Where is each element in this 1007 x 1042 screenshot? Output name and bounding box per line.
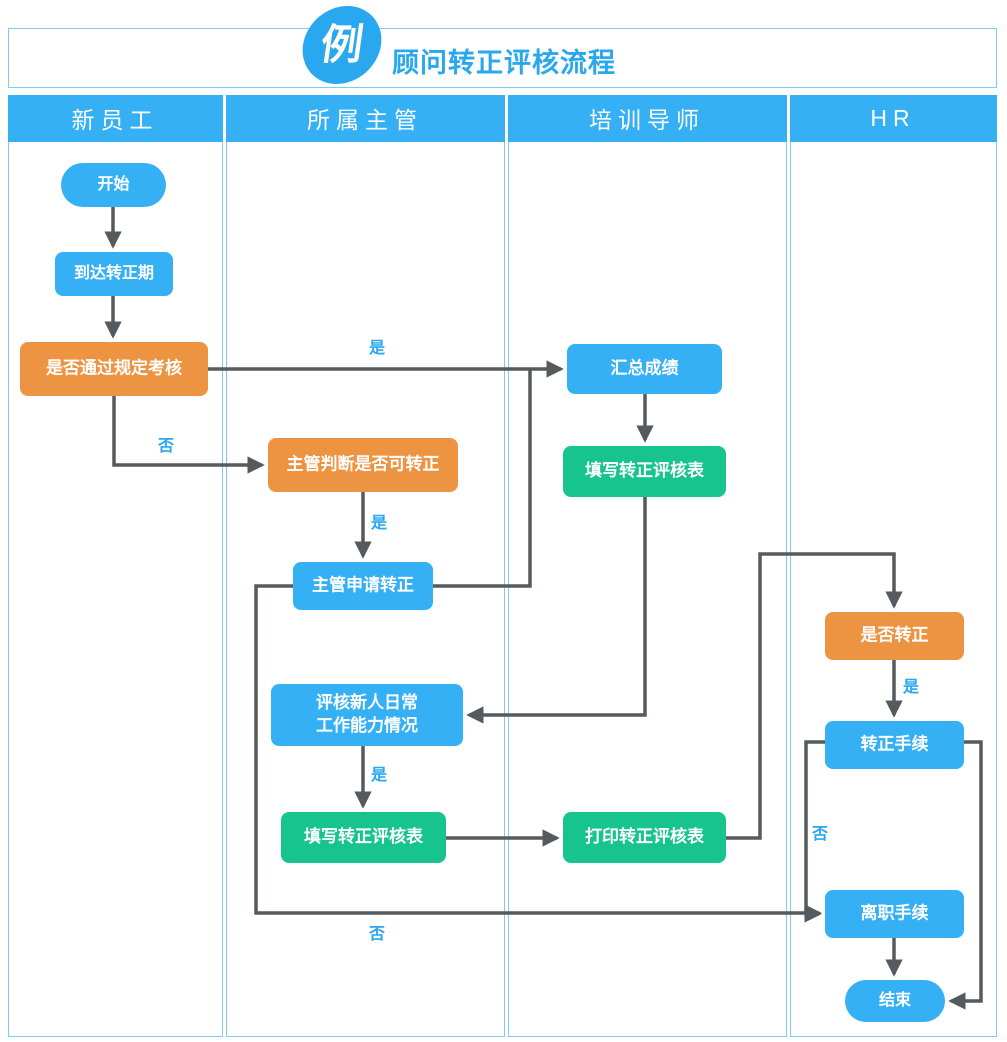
lane-trainer: 培训导师	[507, 94, 787, 1037]
lane-supervisor: 所属主管	[225, 94, 505, 1037]
lane-new-employee: 新员工	[7, 94, 223, 1037]
lane-hr: HR	[789, 94, 997, 1037]
title-band	[8, 28, 997, 88]
page-title: 顾问转正评核流程	[392, 48, 616, 78]
lane-supervisor-header: 所属主管	[225, 94, 505, 142]
lane-trainer-header: 培训导师	[507, 94, 787, 142]
lane-new-employee-header: 新员工	[7, 94, 223, 142]
lane-hr-header: HR	[789, 94, 997, 142]
